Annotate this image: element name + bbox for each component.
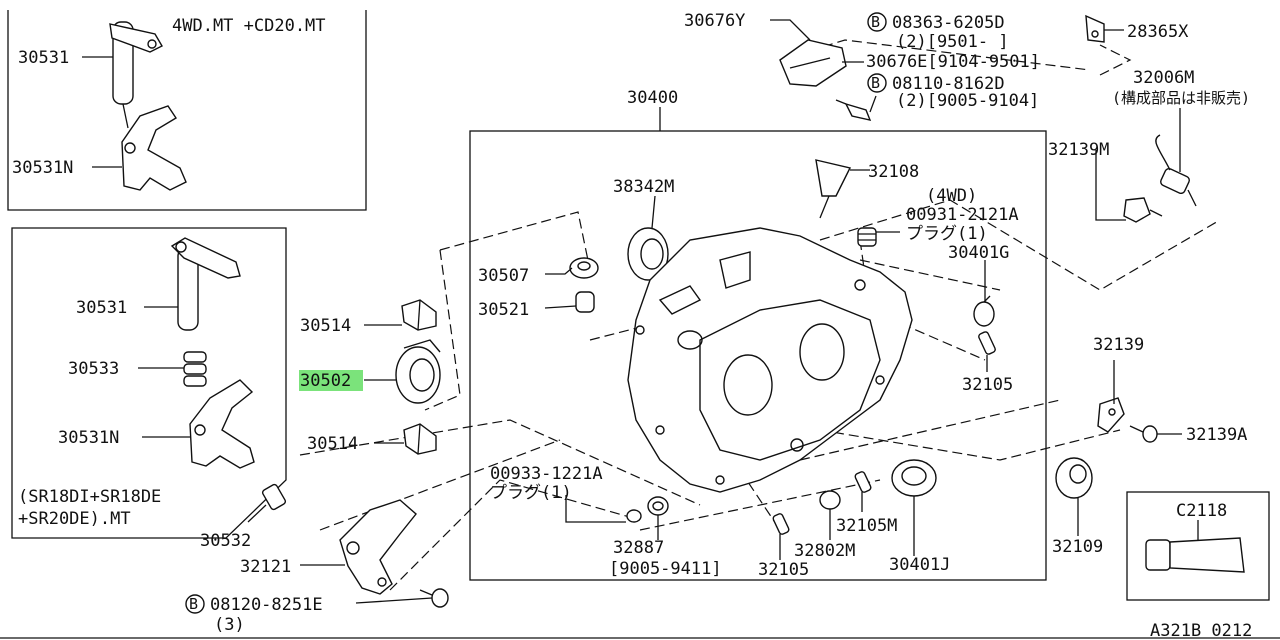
part-30521-drawing[interactable] (575, 291, 595, 313)
label-note-4wd: (4WD) (926, 186, 977, 206)
part-30401j-drawing[interactable] (891, 459, 937, 497)
label-30521[interactable]: 30521 (478, 300, 529, 320)
label-32105-b[interactable]: 32105 (758, 560, 809, 580)
label-30401g[interactable]: 30401G (948, 243, 1009, 263)
label-32802m[interactable]: 32802M (794, 541, 855, 561)
label-30531-b[interactable]: 30531 (76, 298, 127, 318)
svg-text:B: B (871, 13, 880, 31)
label-30676e[interactable]: 30676E[9104-9501] (866, 52, 1040, 72)
part-32887-drawing[interactable] (647, 496, 669, 516)
part-32802m-drawing[interactable] (819, 490, 841, 510)
highlight-30502 (299, 370, 363, 391)
bolt-mark-08363: B (867, 12, 887, 32)
part-30531-b-drawing[interactable] (170, 237, 241, 331)
label-32139m[interactable]: 32139M (1048, 140, 1109, 160)
label-32006m-note: (構成部品は非販売) (1112, 89, 1250, 107)
label-bolt-08363-sub: (2)[9501- ] (896, 32, 1009, 52)
label-bolt-08110[interactable]: 08110-8162D (892, 74, 1005, 94)
part-30514-b-drawing[interactable] (403, 423, 437, 455)
part-30533-drawing[interactable] (183, 351, 207, 387)
label-plug-1a: プラグ(1) (906, 224, 988, 244)
label-28365x[interactable]: 28365X (1127, 22, 1189, 42)
label-30533[interactable]: 30533 (68, 359, 119, 379)
part-30531n-a-drawing[interactable] (121, 105, 187, 191)
bolt-mark-08110: B (867, 73, 887, 93)
frame-4wd-inset (7, 10, 367, 211)
part-30502-drawing[interactable] (395, 339, 441, 404)
part-32139a-drawing[interactable] (1129, 425, 1158, 443)
part-30514-a-drawing[interactable] (401, 299, 437, 331)
label-variant-sr-2: +SR20DE).MT (18, 509, 131, 529)
svg-text:B: B (189, 595, 198, 613)
label-32109[interactable]: 32109 (1052, 537, 1103, 557)
label-c2118[interactable]: C2118 (1176, 501, 1227, 521)
part-30400-case-drawing[interactable] (627, 227, 913, 493)
label-30532[interactable]: 30532 (200, 531, 251, 551)
part-30532-drawing[interactable] (261, 483, 287, 511)
frame-sr-inset (11, 227, 287, 539)
part-30507-drawing[interactable] (569, 257, 599, 279)
label-30400[interactable]: 30400 (627, 88, 678, 108)
label-32887-sub: [9005-9411] (609, 559, 722, 579)
label-32139[interactable]: 32139 (1093, 335, 1144, 355)
label-38342m[interactable]: 38342M (613, 177, 674, 197)
leader-lines (82, 19, 1199, 604)
part-30531n-b-drawing[interactable] (189, 379, 255, 469)
part-32121-drawing[interactable] (339, 499, 417, 595)
part-32108-drawing[interactable] (815, 159, 852, 219)
part-00933-plug-drawing[interactable] (626, 509, 642, 523)
label-bolt-08110-sub: (2)[9005-9104] (896, 91, 1039, 111)
part-28365x-drawing[interactable] (1085, 14, 1105, 43)
label-32108[interactable]: 32108 (868, 162, 919, 182)
part-c2118-tube-drawing[interactable] (1145, 537, 1245, 573)
label-30531n-a[interactable]: 30531N (12, 158, 73, 178)
svg-text:B: B (871, 74, 880, 92)
part-32105-b-drawing[interactable] (772, 513, 790, 535)
label-32006m[interactable]: 32006M (1133, 68, 1194, 88)
part-00931-plug-drawing[interactable] (857, 227, 877, 247)
part-32006m-drawing[interactable] (1155, 134, 1197, 207)
label-30514-b[interactable]: 30514 (307, 434, 358, 454)
label-32105m[interactable]: 32105M (836, 516, 897, 536)
label-30502[interactable]: 30502 (300, 371, 351, 391)
frame-c2118-box (1126, 491, 1270, 601)
label-30401j[interactable]: 30401J (889, 555, 950, 575)
part-32139-drawing[interactable] (1097, 397, 1125, 433)
part-32139m-drawing[interactable] (1123, 197, 1163, 223)
part-30676y-drawing[interactable] (779, 39, 847, 87)
label-30514-a[interactable]: 30514 (300, 316, 351, 336)
label-32139a[interactable]: 32139A (1186, 425, 1247, 445)
label-00931[interactable]: 00931-2121A (906, 205, 1019, 225)
label-00933[interactable]: 00933-1221A (490, 464, 603, 484)
label-30676y[interactable]: 30676Y (684, 11, 745, 31)
bolt-mark-08120: B (185, 594, 205, 614)
label-bolt-08120[interactable]: 08120-8251E (210, 595, 323, 615)
frame-case-box (469, 130, 1047, 581)
label-bolt-08363[interactable]: 08363-6205D (892, 13, 1005, 33)
label-variant-4wd: 4WD.MT +CD20.MT (172, 16, 326, 36)
part-30401g-drawing[interactable] (973, 295, 995, 327)
label-30531n-b[interactable]: 30531N (58, 428, 119, 448)
label-30531-a[interactable]: 30531 (18, 48, 69, 68)
label-plug-1b: プラグ(1) (490, 483, 572, 503)
label-30507[interactable]: 30507 (478, 266, 529, 286)
label-diagram-code: A321B 0212 (1150, 621, 1252, 640)
bolt-08110-drawing[interactable] (835, 99, 872, 121)
label-32105-a[interactable]: 32105 (962, 375, 1013, 395)
label-bolt-08120-sub: (3) (214, 615, 245, 635)
label-32887[interactable]: 32887 (613, 538, 664, 558)
label-32121[interactable]: 32121 (240, 557, 291, 577)
label-variant-sr-1: (SR18DI+SR18DE (18, 487, 161, 507)
part-30531-a-drawing[interactable] (109, 21, 163, 129)
part-32109-drawing[interactable] (1055, 457, 1093, 499)
part-32105m-drawing[interactable] (854, 471, 872, 493)
part-32105-a-drawing[interactable] (978, 331, 996, 355)
part-38342m-drawing[interactable] (627, 227, 669, 281)
